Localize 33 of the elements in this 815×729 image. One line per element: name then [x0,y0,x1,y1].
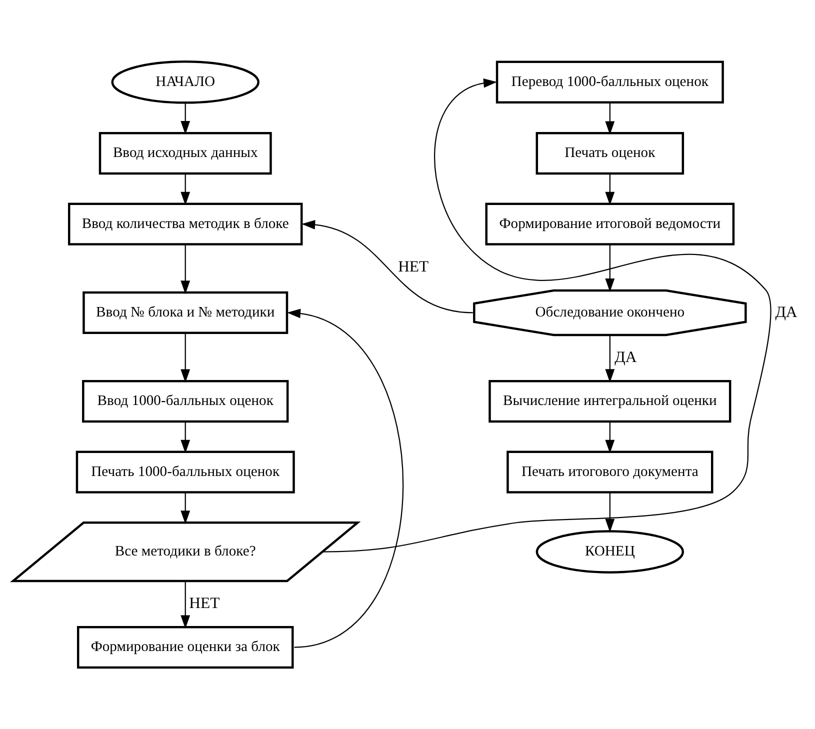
arrow [180,174,190,206]
node-box: Ввод количества методик в блоке [68,202,303,246]
node-box: Печать итогового документа [506,450,714,494]
node-ellipse: НАЧАЛО [111,60,260,104]
arrow [605,174,615,206]
arrow [605,244,615,292]
edge-label: ДА [775,304,798,321]
node-box: Печать 1000-балльных оценок [76,450,295,494]
node-ellipse: КОНЕЦ [536,530,684,574]
arrow [605,335,615,383]
arrow [605,422,615,454]
arrow [180,102,190,135]
node-box: Печать оценок [536,132,684,175]
node-box: Перевод 1000-балльных оценок [496,60,724,104]
node-box: Вычисление интегральной оценки [488,380,732,423]
arrow [180,492,190,524]
node-box: Ввод исходных данных [98,132,272,175]
node-box: Ввод № блока и № методики [82,291,288,334]
edge-label: ДА [614,349,637,366]
arrow [287,308,404,648]
node-box: Ввод 1000-балльных оценок [82,380,289,423]
arrow [180,244,190,294]
edge-label: НЕТ [398,258,429,276]
arrow [180,581,190,629]
arrow [302,220,473,314]
node-box: Формирование оценки за блок [76,626,294,669]
edge-label: НЕТ [189,595,220,612]
arrow [324,78,772,552]
node-box: Формирование итоговой ведомости [485,202,735,246]
arrow [605,102,615,135]
arrow [180,333,190,383]
arrow [605,492,615,532]
arrow [180,422,190,454]
